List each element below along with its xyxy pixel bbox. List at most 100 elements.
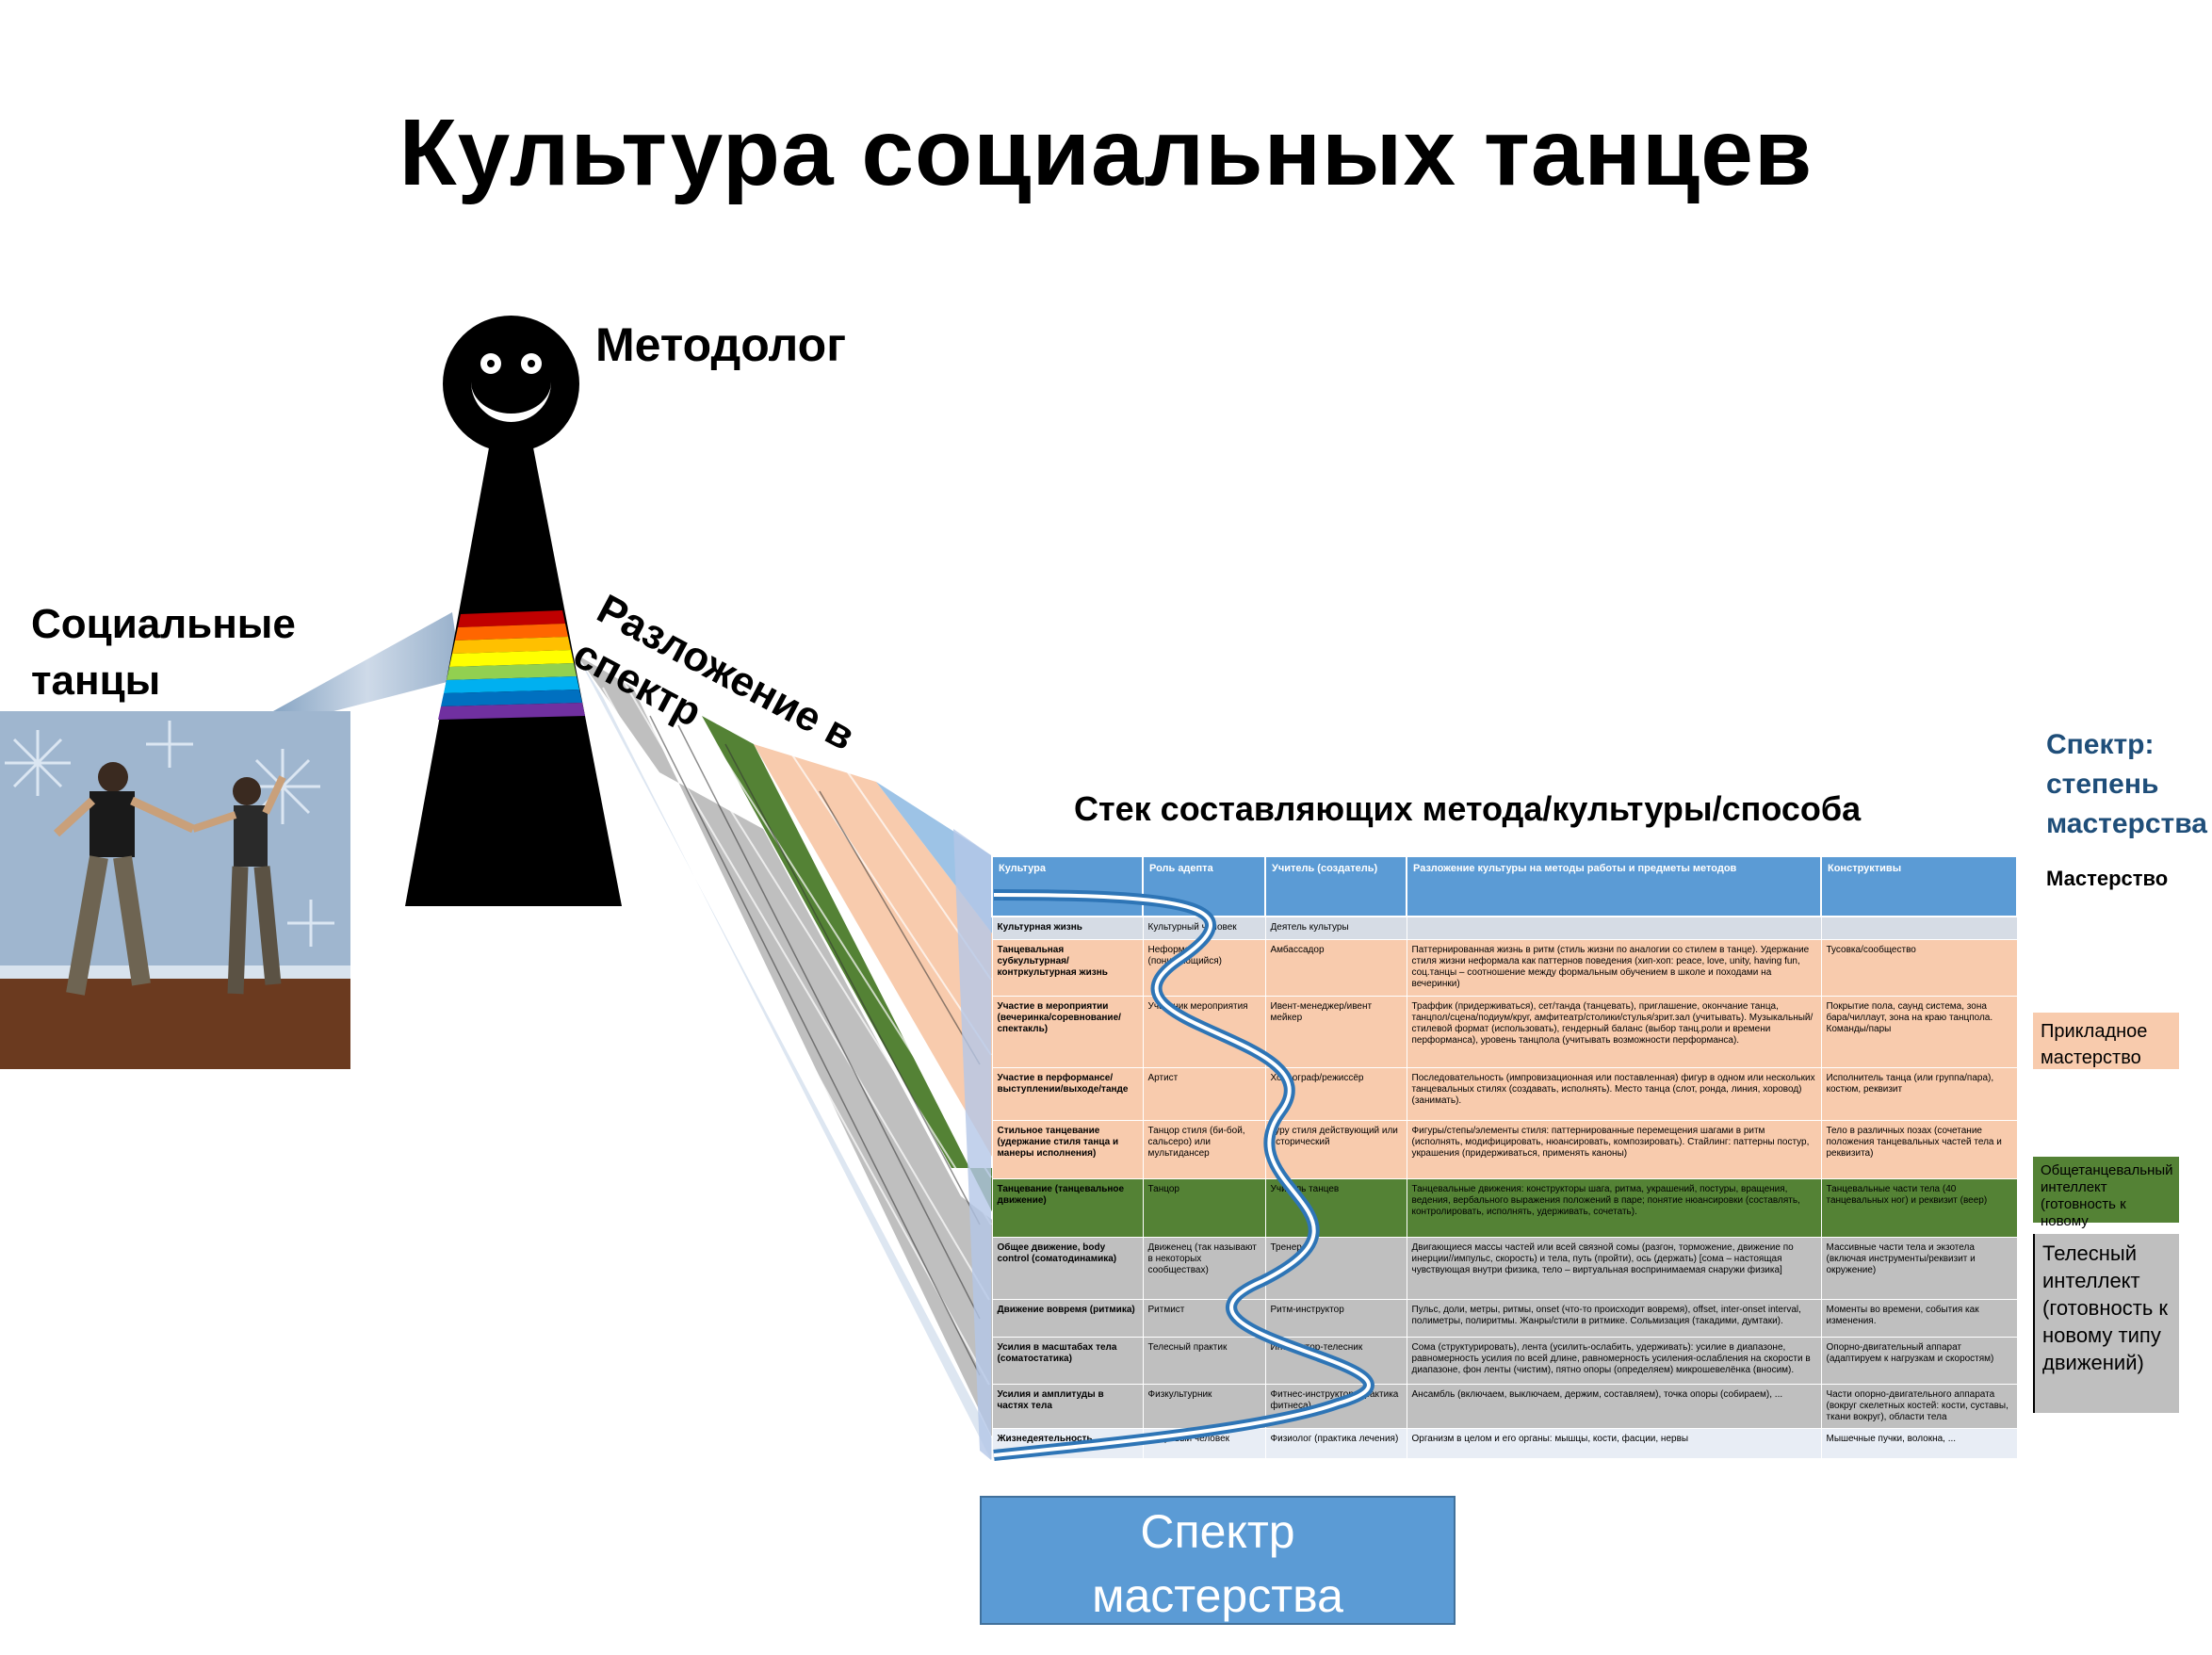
legend-general: Общетанцевальный интеллект (готовность к… <box>2033 1157 2179 1263</box>
stack-title: Стек составляющих метода/культуры/способ… <box>1074 789 1862 828</box>
table-cell: Движение вовремя (ритмика) <box>991 1298 1144 1338</box>
mastery-spectrum-button[interactable]: Спектр мастерства <box>980 1496 1456 1625</box>
table-cell: Ритмист <box>1142 1298 1266 1338</box>
table-cell: Неформал (понимающийся) <box>1142 938 1266 997</box>
table-cell: Пульс, доли, метры, ритмы, onset (что-то… <box>1406 1298 1822 1338</box>
table-cell: Усилия и амплитуды в частях тела <box>991 1383 1144 1429</box>
dancers-photo <box>0 711 350 1069</box>
column-header: Учитель (создатель) <box>1264 855 1407 917</box>
mastery-label: Мастерство <box>2046 867 2169 890</box>
table-cell: Ритм-инструктор <box>1264 1298 1407 1338</box>
table-cell: Участие в мероприятии (вечеринка/соревно… <box>991 995 1144 1068</box>
table-cell: Танцевальная субкультурная/контркультурн… <box>991 938 1144 997</box>
light-beam <box>273 612 462 716</box>
spectrum-line2: степень <box>2046 769 2159 800</box>
table-cell: Артист <box>1142 1066 1266 1121</box>
column-header: Конструктивы <box>1820 855 2018 917</box>
spectrum-band-blue <box>876 782 999 942</box>
social-dances-line1: Социальные <box>31 601 296 647</box>
button-line1: Спектр <box>1140 1505 1295 1558</box>
table-cell: Хореограф/режиссёр <box>1264 1066 1407 1121</box>
spectrum-line1: Спектр: <box>2046 729 2155 760</box>
table-cell: Движенец (так называют в некоторых сообщ… <box>1142 1236 1266 1300</box>
table-cell: Физиолог (практика лечения) <box>1264 1427 1407 1459</box>
legend-bodily: Телесный интеллект (готовность к новому … <box>2033 1234 2179 1413</box>
table-row: Танцевание (танцевальное движение)Танцор… <box>991 1177 2018 1238</box>
legend-applied-line1: Прикладное <box>2041 1021 2148 1042</box>
table-cell: Тело в различных позах (сочетание положе… <box>1820 1119 2018 1179</box>
spectrum-band-peach <box>754 744 999 1168</box>
table-cell: Стильное танцевание (удержание стиля тан… <box>991 1119 1144 1179</box>
table-cell: Ивент-менеджер/ивент мейкер <box>1264 995 1407 1068</box>
table-cell: Культурный человек <box>1142 916 1266 940</box>
smile-icon <box>471 374 551 422</box>
table-row: Танцевальная субкультурная/контркультурн… <box>991 938 2018 997</box>
table-cell: Танцевание (танцевальное движение) <box>991 1177 1144 1238</box>
table-cell: Общее движение, body control (соматодина… <box>991 1236 1144 1300</box>
table-cell: Траффик (придерживаться), сет/танда (тан… <box>1406 995 1822 1068</box>
page-title: Культура социальных танцев <box>398 100 1814 205</box>
table-cell: Двигающиеся массы частей или всей связно… <box>1406 1236 1822 1300</box>
left-eye-icon <box>480 353 501 374</box>
social-dances-label: Социальные танцы <box>31 596 296 709</box>
methodologist-label: Методолог <box>595 318 847 371</box>
legend-applied: Прикладное мастерство <box>2033 1013 2179 1069</box>
table-cell: Жизнедеятельность <box>991 1427 1144 1459</box>
table-cell: Покрытие пола, саунд система, зона бара/… <box>1820 995 2018 1068</box>
table-cell: Танцор <box>1142 1177 1266 1238</box>
table-row: Участие в перформансе/выступлении/выходе… <box>991 1066 2018 1121</box>
table-cell: Здоровый человек <box>1142 1427 1266 1459</box>
column-header: Разложение культуры на методы работы и п… <box>1406 855 1822 917</box>
table-header-row: Культура Роль адепта Учитель (создатель)… <box>991 855 2018 917</box>
column-header: Роль адепта <box>1142 855 1266 917</box>
table-cell: Физкультурник <box>1142 1383 1266 1429</box>
table-cell: Учитель танцев <box>1264 1177 1407 1238</box>
table-cell: Тусовка/сообщество <box>1820 938 2018 997</box>
right-eye-icon <box>521 353 542 374</box>
table-cell: Гуру стиля действующий или исторический <box>1264 1119 1407 1179</box>
table-row: Усилия в масштабах тела (соматостатика)Т… <box>991 1336 2018 1385</box>
table-cell: Опорно-двигательный аппарат (адаптируем … <box>1820 1336 2018 1385</box>
table-cell: Моменты во времени, события как изменени… <box>1820 1298 2018 1338</box>
table-cell: Инструктор-телесник <box>1264 1336 1407 1385</box>
table-row: Стильное танцевание (удержание стиля тан… <box>991 1119 2018 1179</box>
social-dances-line2: танцы <box>31 657 161 704</box>
table-cell: Усилия в масштабах тела (соматостатика) <box>991 1336 1144 1385</box>
table-cell: Фигуры/степы/элементы стиля: паттерниров… <box>1406 1119 1822 1179</box>
table-cell: Амбассадор <box>1264 938 1407 997</box>
table-cell: Танцевальные части тела (40 танцевальных… <box>1820 1177 2018 1238</box>
table-cell: Последовательность (импровизационная или… <box>1406 1066 1822 1121</box>
table-cell: Ансамбль (включаем, выключаем, держим, с… <box>1406 1383 1822 1429</box>
table-cell: Исполнитель танца (или группа/пара), кос… <box>1820 1066 2018 1121</box>
stack-table: Культура Роль адепта Учитель (создатель)… <box>991 855 2018 1459</box>
table-cell: Танцор стиля (би-бой, сальсеро) или муль… <box>1142 1119 1266 1179</box>
table-cell: Тренер <box>1264 1236 1407 1300</box>
column-header: Культура <box>991 855 1144 917</box>
spectrum-label: Спектр: степень мастерства <box>2046 725 2207 844</box>
spectrum-fan-text-lines <box>649 715 981 1376</box>
rainbow-belt <box>438 610 585 720</box>
methodologist-head <box>443 316 579 452</box>
decomposition-label: Разложение в спектр <box>564 584 863 807</box>
spectrum-line3: мастерства <box>2046 808 2207 839</box>
table-cell: Участник мероприятия <box>1142 995 1266 1068</box>
table-cell <box>1820 916 2018 940</box>
spectrum-band-green <box>702 716 999 1225</box>
table-cell: Участие в перформансе/выступлении/выходе… <box>991 1066 1144 1121</box>
legend-applied-line2: мастерство <box>2041 1047 2141 1068</box>
table-stack-edge <box>953 829 991 1460</box>
table-cell: Части опорно-двигательного аппарата (вок… <box>1820 1383 2018 1429</box>
table-cell: Культурная жизнь <box>991 916 1144 940</box>
table-cell: Паттернированная жизнь в ритм (стиль жиз… <box>1406 938 1822 997</box>
table-cell: Организм в целом и его органы: мышцы, ко… <box>1406 1427 1822 1459</box>
table-cell <box>1406 916 1822 940</box>
table-cell: Массивные части тела и экзотела (включая… <box>1820 1236 2018 1300</box>
table-row: Общее движение, body control (соматодина… <box>991 1236 2018 1300</box>
table-cell: Танцевальные движения: конструкторы шага… <box>1406 1177 1822 1238</box>
button-line2: мастерства <box>1092 1569 1343 1622</box>
table-cell: Мышечные пучки, волокна, ... <box>1820 1427 2018 1459</box>
